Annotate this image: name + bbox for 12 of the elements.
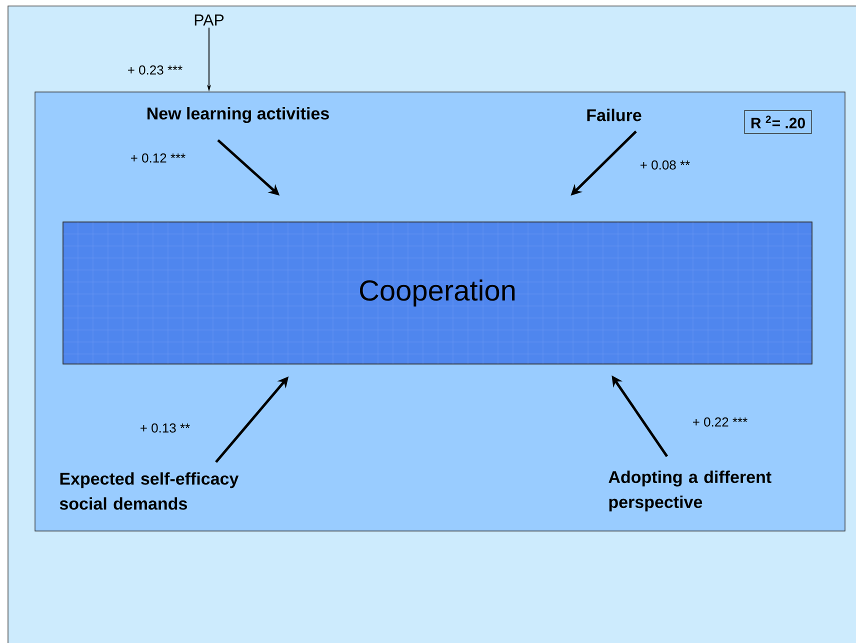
- node-label: Expected self-efficacy social demands: [60, 472, 239, 510]
- node-label: PAP: [194, 14, 224, 26]
- edge-label: + 0.23 ***: [128, 65, 182, 75]
- node-label: Failure: [587, 108, 642, 122]
- edge-label: + 0.08 **: [640, 160, 690, 170]
- edge-label: + 0.13 **: [140, 423, 190, 433]
- edge-label: + 0.12 ***: [130, 153, 186, 163]
- cooperation-box: Cooperation: [62, 222, 812, 364]
- statistic-box: R $^{2}$= .20: [744, 110, 812, 134]
- node-label: Adopting a different perspective: [608, 470, 772, 512]
- edge-label: + 0.22 ***: [693, 417, 748, 427]
- node-label: New learning activities: [148, 107, 329, 123]
